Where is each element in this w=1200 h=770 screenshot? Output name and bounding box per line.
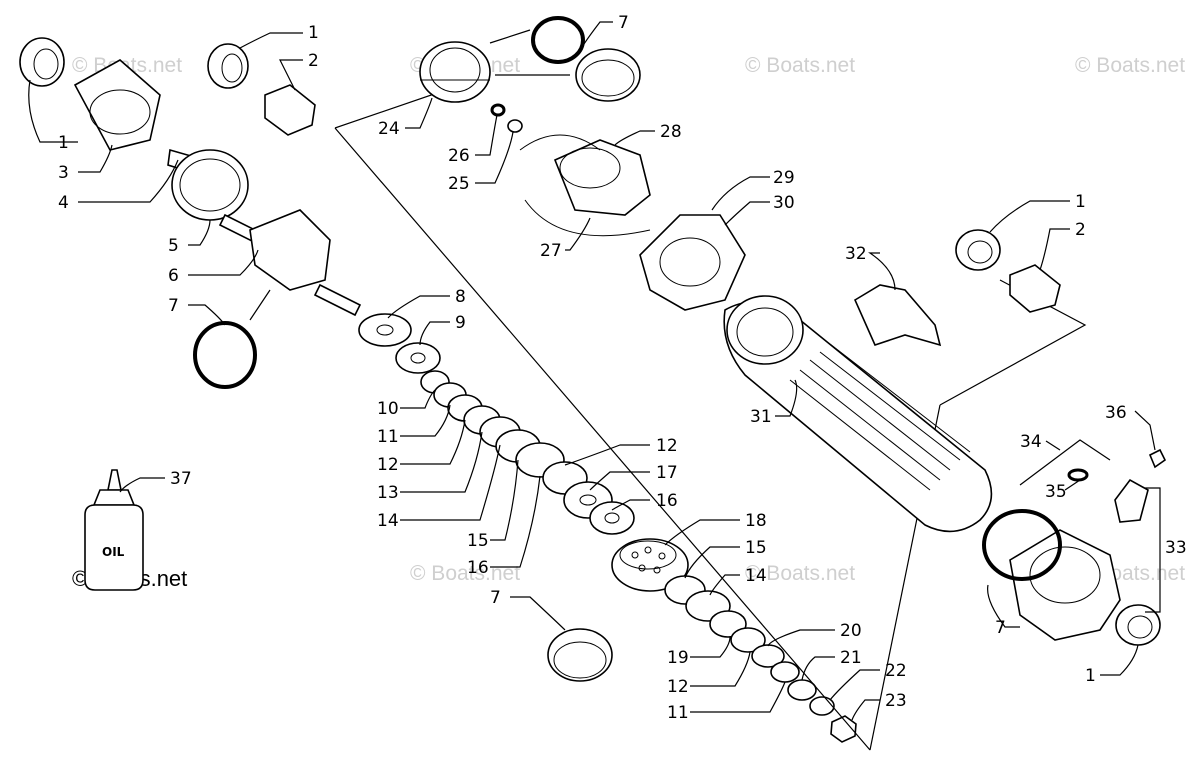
callout-label: 34 (1020, 432, 1042, 452)
leader-lines (28, 21, 1156, 721)
callout-label: 14 (377, 511, 399, 531)
callout-label: 30 (773, 193, 795, 213)
part-spacer-2-top (264, 84, 316, 136)
callout-label: 8 (455, 287, 466, 307)
callout-label: 9 (455, 313, 466, 333)
part-small-rings-25-26 (490, 103, 523, 133)
part-piston-band-7 (547, 628, 613, 682)
callout-label: 17 (656, 463, 678, 483)
callout-label: 11 (667, 703, 689, 723)
part-bushing-1-top-left (19, 37, 65, 87)
callout-label: 11 (377, 427, 399, 447)
callout-label: 28 (660, 122, 682, 142)
part-o-ring-7-left (193, 321, 257, 389)
part-bushing-1-right (955, 229, 1001, 271)
callout-label: 7 (168, 296, 179, 316)
part-screw-36 (1148, 448, 1167, 469)
callout-label: 22 (885, 661, 907, 681)
callout-label: 5 (168, 236, 179, 256)
callout-label: 7 (490, 588, 501, 608)
part-o-ring-7-top (531, 16, 585, 64)
callout-label: 36 (1105, 403, 1127, 423)
callout-label: 1 (1075, 192, 1086, 212)
callout-label: 37 (170, 469, 192, 489)
callout-label: 3 (58, 163, 69, 183)
assembly-bracket-line (334, 79, 1087, 751)
callout-label: 32 (845, 244, 867, 264)
valve-stack (358, 313, 635, 535)
part-band-7-top (575, 48, 641, 102)
callout-label: 10 (377, 399, 399, 419)
oil-bottle-label: OIL (102, 545, 125, 559)
part-piston-18 (611, 538, 689, 592)
assembly-bracket-34 (1019, 439, 1111, 486)
callout-label: 25 (448, 174, 470, 194)
callout-label: 27 (540, 241, 562, 261)
part-body-33 (1009, 529, 1121, 641)
valve-stack-lower (664, 575, 857, 743)
callout-label: 12 (667, 677, 689, 697)
part-cap-24 (419, 41, 491, 103)
callout-label: 14 (745, 566, 767, 586)
callout-label: 2 (308, 51, 319, 71)
part-bushing-1-bottom-right (1115, 604, 1161, 646)
callout-label: 26 (448, 146, 470, 166)
watermark: © Boats.net (410, 562, 520, 585)
watermark: © Boats.net (1075, 54, 1185, 77)
callout-label: 7 (995, 618, 1006, 638)
callout-label: 2 (1075, 220, 1086, 240)
callout-label: 18 (745, 511, 767, 531)
part-bushing-1-top (207, 43, 249, 89)
part-spring-retainer-28 (519, 134, 651, 237)
callout-label: 12 (377, 455, 399, 475)
assembly-bracket-33 (1145, 487, 1161, 613)
callout-label: 21 (840, 648, 862, 668)
part-schrader-valve-33 (1114, 478, 1149, 523)
callout-label: 33 (1165, 538, 1187, 558)
callout-labels: 1 2 1 3 4 5 6 7 8 9 10 11 12 13 14 15 16… (58, 13, 1187, 723)
part-shaft-6 (218, 209, 362, 317)
callout-label: 1 (58, 133, 69, 153)
callout-label: 1 (1085, 666, 1096, 686)
callout-label: 16 (656, 491, 678, 511)
callout-label: 31 (750, 407, 772, 427)
part-sleeve-3 (73, 59, 161, 151)
callout-label: 29 (773, 168, 795, 188)
callout-label: 6 (168, 266, 179, 286)
callout-label: 23 (885, 691, 907, 711)
part-o-ring-7-right (982, 509, 1062, 581)
callout-label: 24 (378, 119, 400, 139)
part-o-ring-35 (1067, 468, 1089, 482)
callout-label: 1 (308, 23, 319, 43)
callout-label: 4 (58, 193, 69, 213)
callout-label: 20 (840, 621, 862, 641)
watermark: © Boats.net (745, 562, 855, 585)
part-adjuster-nut-29-30 (639, 214, 746, 311)
part-spring-31 (723, 295, 993, 533)
watermark: © Boats.net (745, 54, 855, 77)
callout-label: 35 (1045, 482, 1067, 502)
callout-label: 13 (377, 483, 399, 503)
callout-label: 12 (656, 436, 678, 456)
part-cover-32 (853, 284, 942, 347)
callout-label: 15 (467, 531, 489, 551)
part-spacer-2-right (1009, 264, 1061, 313)
callout-label: 15 (745, 538, 767, 558)
part-oil-bottle-37: OIL (84, 469, 144, 591)
callout-label: 7 (618, 13, 629, 33)
callout-label: 16 (467, 558, 489, 578)
callout-label: 19 (667, 648, 689, 668)
part-spherical-bearing-5 (171, 149, 249, 221)
